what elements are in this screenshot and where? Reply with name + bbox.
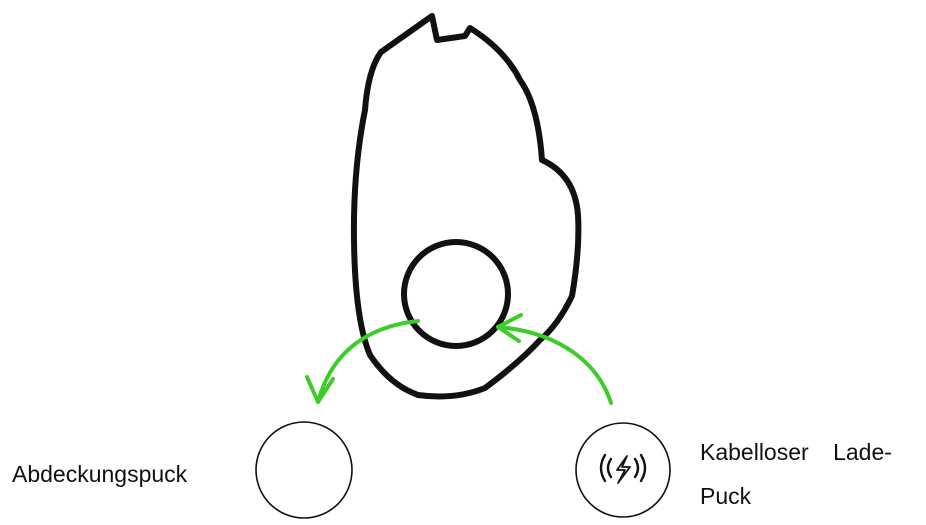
charging-puck-label-line2: Puck <box>700 483 752 509</box>
remove-arrowhead-icon <box>305 375 335 404</box>
mouse-outline-icon <box>350 13 582 400</box>
charging-puck-label-line1: Kabelloser Lade- <box>700 439 892 465</box>
cover-puck-icon <box>255 421 353 519</box>
charging-puck-icon <box>575 422 671 518</box>
remove-arrow-icon <box>316 319 420 404</box>
puck-slot-icon <box>401 239 511 349</box>
cover-puck-label: Abdeckungspuck <box>12 461 188 487</box>
insert-arrow-icon <box>496 325 613 405</box>
wireless-charging-icon <box>599 453 647 484</box>
insert-arrowhead-icon <box>496 313 523 343</box>
